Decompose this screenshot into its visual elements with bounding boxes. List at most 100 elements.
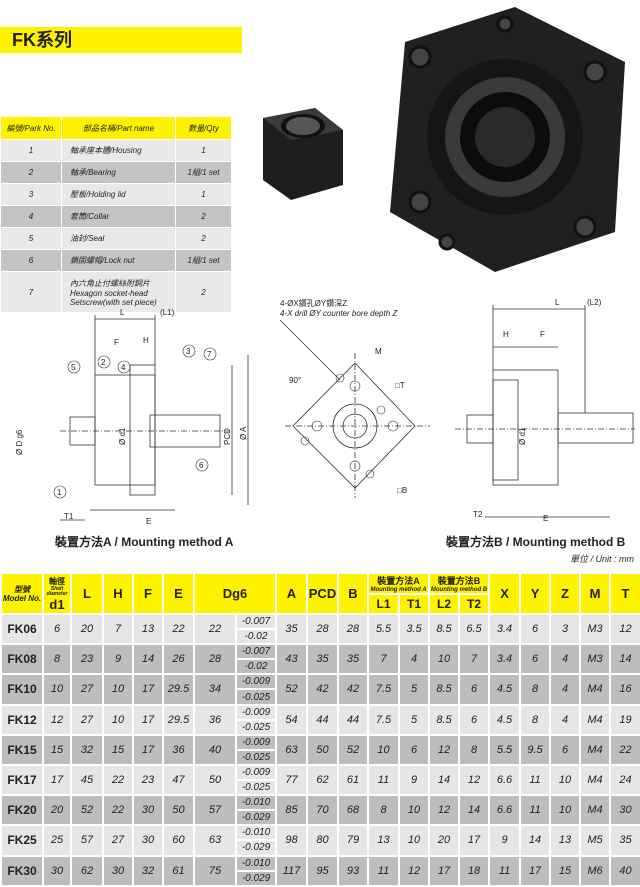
cell-tol-lower: -0.025 xyxy=(235,688,277,706)
cell-A: 77 xyxy=(275,763,308,797)
cell-model: FK06 xyxy=(0,612,44,646)
cell-T2: 6 xyxy=(458,703,491,736)
cell-tol-upper: -0.009 xyxy=(235,673,277,691)
part-name: 壓板/Holding lid xyxy=(62,184,175,205)
dim-H: H xyxy=(503,330,509,339)
part-no: 6 xyxy=(1,250,61,271)
col-B: B xyxy=(337,572,369,615)
cell-L1: 10 xyxy=(367,733,400,766)
cell-L: 23 xyxy=(70,643,104,676)
cell-B: 35 xyxy=(337,643,369,676)
cell-M: M6 xyxy=(579,854,612,887)
cell-H: 30 xyxy=(102,854,134,887)
d1-cn: 軸徑 xyxy=(49,576,65,586)
cell-d1: 30 xyxy=(42,854,72,887)
col-T1: T1 xyxy=(397,593,431,615)
callout-4: 4 xyxy=(121,363,126,372)
cell-Z: 10 xyxy=(549,794,582,827)
cell-T1: 10 xyxy=(397,824,431,857)
part-name: 鎖固螺帽/Lock nut xyxy=(62,250,175,271)
cell-F: 14 xyxy=(132,643,164,676)
cell-L2: 12 xyxy=(428,794,461,827)
drawing-mounting-b: L (L2) H F T2 E Ø d1 xyxy=(455,298,635,523)
unit-label: 單位 / Unit : mm xyxy=(569,554,634,564)
cell-X: 6.6 xyxy=(488,794,522,827)
cell-model: FK25 xyxy=(0,824,44,857)
part-qty: 1 xyxy=(176,140,231,161)
mounting-b-en: Mounting method B xyxy=(430,587,488,593)
cell-B: 28 xyxy=(337,612,369,646)
spec-row-tolerance: -0.025 xyxy=(1,718,640,736)
callout-7: 7 xyxy=(207,350,212,359)
cell-T1: 3.5 xyxy=(397,612,431,646)
mounting-b-cn: 裝置方法B xyxy=(437,576,481,586)
cell-model: FK15 xyxy=(0,733,44,766)
cell-L: 27 xyxy=(70,673,104,706)
part-no: 3 xyxy=(1,184,61,205)
cell-PCD: 28 xyxy=(306,612,339,646)
cell-T1: 5 xyxy=(397,703,431,736)
cell-F: 23 xyxy=(132,763,164,797)
mounting-a-cn: 裝置方法A xyxy=(377,576,420,586)
cell-T1: 5 xyxy=(397,673,431,706)
cell-D: 57 xyxy=(193,794,237,827)
cell-L1: 7 xyxy=(367,643,400,676)
col-L2: L2 xyxy=(428,593,461,615)
cell-H: 27 xyxy=(102,824,134,857)
part-name: 內六角止付螺絲附鋼片 Hexagon socket-head Setscrew(… xyxy=(62,272,175,312)
note-drill-cn: 4-ØX鑽孔ØY鑽深Z xyxy=(280,298,347,308)
cell-B: 42 xyxy=(337,673,369,706)
dim-B: □B xyxy=(397,486,407,495)
cell-T1: 4 xyxy=(397,643,431,676)
cell-model: FK20 xyxy=(0,794,44,827)
cell-M: M4 xyxy=(579,733,612,766)
col-X: X xyxy=(488,572,522,615)
callout-2: 2 xyxy=(101,358,106,367)
cell-tol-lower: -0.025 xyxy=(235,718,277,736)
cell-F: 32 xyxy=(132,854,164,887)
cell-A: 35 xyxy=(275,612,308,646)
cell-A: 52 xyxy=(275,673,308,706)
cell-F: 30 xyxy=(132,794,164,827)
cell-H: 22 xyxy=(102,763,134,797)
part-no: 5 xyxy=(1,228,61,249)
cell-A: 54 xyxy=(275,703,308,736)
col-T: T xyxy=(609,572,640,615)
cell-E: 47 xyxy=(162,763,195,797)
caption-mounting-b: 裝置方法B / Mounting method B xyxy=(446,535,626,549)
cell-L1: 7.5 xyxy=(367,703,400,736)
cell-T: 30 xyxy=(609,794,640,827)
cell-L1: 7.5 xyxy=(367,673,400,706)
d1-en: Shaft diameter xyxy=(46,585,68,597)
cell-A: 117 xyxy=(275,854,308,887)
cell-D: 36 xyxy=(193,703,237,736)
cell-E: 36 xyxy=(162,733,195,766)
cell-PCD: 80 xyxy=(306,824,339,857)
spec-row-tolerance: -0.029 xyxy=(1,869,640,887)
cell-L1: 11 xyxy=(367,854,400,887)
cell-L2: 8.5 xyxy=(428,703,461,736)
cell-H: 7 xyxy=(102,612,134,646)
cell-F: 13 xyxy=(132,612,164,646)
cell-M: M3 xyxy=(579,612,612,646)
dim-T2: T2 xyxy=(473,510,483,519)
cell-tol-lower: -0.02 xyxy=(235,628,277,646)
cell-L2: 17 xyxy=(428,854,461,887)
cell-tol-upper: -0.007 xyxy=(235,612,277,631)
cell-Y: 11 xyxy=(519,763,552,797)
cell-model: FK17 xyxy=(0,763,44,797)
cell-tol-lower: -0.029 xyxy=(235,839,277,857)
cell-L: 62 xyxy=(70,854,104,887)
cell-H: 10 xyxy=(102,703,134,736)
